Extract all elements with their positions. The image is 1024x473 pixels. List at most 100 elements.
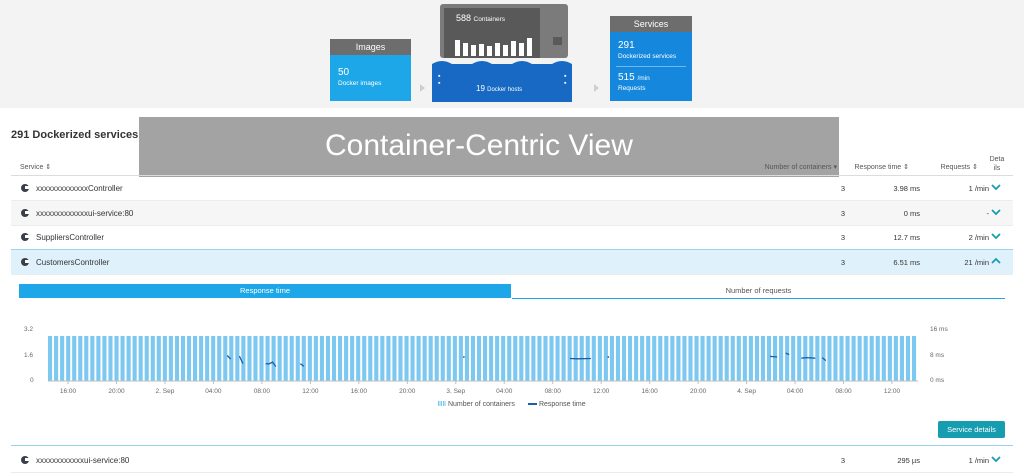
- container-count-bar: [308, 336, 312, 381]
- container-count-bar: [272, 336, 276, 381]
- container-count-bar: [888, 336, 892, 381]
- chevron-down-icon[interactable]: [990, 453, 1002, 465]
- x-axis-tick-label: 16:00: [60, 388, 77, 395]
- x-axis-tick-label: 12:00: [302, 388, 319, 395]
- x-axis-tick-label: 20:00: [690, 388, 707, 395]
- container-count-bar: [290, 336, 294, 381]
- x-axis-tick-label: 12:00: [884, 388, 901, 395]
- container-count-bar: [398, 336, 402, 381]
- container-count-bar: [453, 336, 457, 381]
- container-count-bar: [652, 336, 656, 381]
- container-count-bar: [616, 336, 620, 381]
- response-time-cell: 295 µs: [851, 456, 920, 465]
- container-count-bar: [199, 336, 203, 381]
- container-count-bar: [489, 336, 493, 381]
- container-count-bar: [694, 336, 698, 381]
- container-count-bar: [719, 336, 723, 381]
- x-axis-tick-label: 08:00: [545, 388, 562, 395]
- container-count-bar: [266, 336, 270, 381]
- container-count-bar: [151, 336, 155, 381]
- container-count-bar: [284, 336, 288, 381]
- container-count-bar: [72, 336, 76, 381]
- container-count-bar: [664, 336, 668, 381]
- container-count-bar: [338, 336, 342, 381]
- container-count-bar: [374, 336, 378, 381]
- container-count-bar: [350, 336, 354, 381]
- legend-response-time: Response time: [528, 401, 586, 408]
- x-axis-tick-label: 20:00: [399, 388, 416, 395]
- container-count-bar: [755, 336, 759, 381]
- container-count-bar: [701, 336, 705, 381]
- container-count-bar: [779, 336, 783, 381]
- response-time-line-segment: [801, 358, 815, 359]
- container-count-bar: [791, 336, 795, 381]
- container-count-bar: [423, 336, 427, 381]
- container-count-bar: [181, 336, 185, 381]
- container-count-bar: [749, 336, 753, 381]
- container-count-bar: [761, 336, 765, 381]
- service-icon: [21, 456, 29, 464]
- container-count-bar: [217, 336, 221, 381]
- legend-bars-icon: [438, 401, 446, 406]
- container-count-bar: [870, 336, 874, 381]
- container-count-bar: [429, 336, 433, 381]
- container-count-bar: [471, 336, 475, 381]
- container-count-bar: [417, 336, 421, 381]
- container-count-bar: [900, 336, 904, 381]
- container-count-bar: [501, 336, 505, 381]
- container-count-bar: [108, 336, 112, 381]
- container-count-bar: [876, 336, 880, 381]
- container-count-bar: [525, 336, 529, 381]
- table-row[interactable]: xxxxxxxxxxxxui-service:80 3 295 µs 1 /mi…: [11, 448, 1013, 473]
- container-count-bar: [247, 336, 251, 381]
- container-count-bar: [296, 336, 300, 381]
- container-count-bar: [392, 336, 396, 381]
- container-count-bar: [622, 336, 626, 381]
- container-count-bar: [543, 336, 547, 381]
- x-axis-tick-label: 16:00: [642, 388, 659, 395]
- container-count-bar: [815, 336, 819, 381]
- container-count-bar: [362, 336, 366, 381]
- container-count-bar: [96, 336, 100, 381]
- container-count-bar: [356, 336, 360, 381]
- container-count-bar: [670, 336, 674, 381]
- container-count-bar: [495, 336, 499, 381]
- x-axis-tick-label: 3. Sep: [446, 388, 465, 395]
- response-time-line-segment: [607, 356, 609, 358]
- container-count-bar: [858, 336, 862, 381]
- container-count-bar: [688, 336, 692, 381]
- container-count-bar: [906, 336, 910, 381]
- container-count-bar: [773, 336, 777, 381]
- container-count-bar: [386, 336, 390, 381]
- container-count-bar: [646, 336, 650, 381]
- response-time-line-segment: [463, 356, 465, 358]
- container-count-bar: [634, 336, 638, 381]
- container-count-bar: [447, 336, 451, 381]
- legend-containers: Number of containers: [438, 401, 515, 408]
- x-axis-tick-label: 08:00: [835, 388, 852, 395]
- container-count-bar: [435, 336, 439, 381]
- legend-containers-label: Number of containers: [448, 401, 515, 408]
- container-count-bar: [84, 336, 88, 381]
- container-count-bar: [483, 336, 487, 381]
- x-axis-tick-label: 12:00: [593, 388, 610, 395]
- container-count-bar: [368, 336, 372, 381]
- container-count-bar: [278, 336, 282, 381]
- container-count-bar: [737, 336, 741, 381]
- container-count-bar: [785, 336, 789, 381]
- container-count-bar: [676, 336, 680, 381]
- requests-cell: 1 /min: [931, 456, 989, 465]
- container-count-bar: [797, 336, 801, 381]
- service-name[interactable]: xxxxxxxxxxxxui-service:80: [36, 456, 129, 465]
- container-count-bar: [731, 336, 735, 381]
- legend-line-icon: [528, 403, 537, 405]
- container-count-bar: [556, 336, 560, 381]
- container-count-bar: [707, 336, 711, 381]
- container-count-bar: [827, 336, 831, 381]
- container-count-bar: [60, 336, 64, 381]
- container-count-bar: [157, 336, 161, 381]
- container-count-bar: [223, 336, 227, 381]
- service-details-button[interactable]: Service details: [938, 421, 1005, 438]
- container-count-bar: [259, 336, 263, 381]
- container-count-bar: [513, 336, 517, 381]
